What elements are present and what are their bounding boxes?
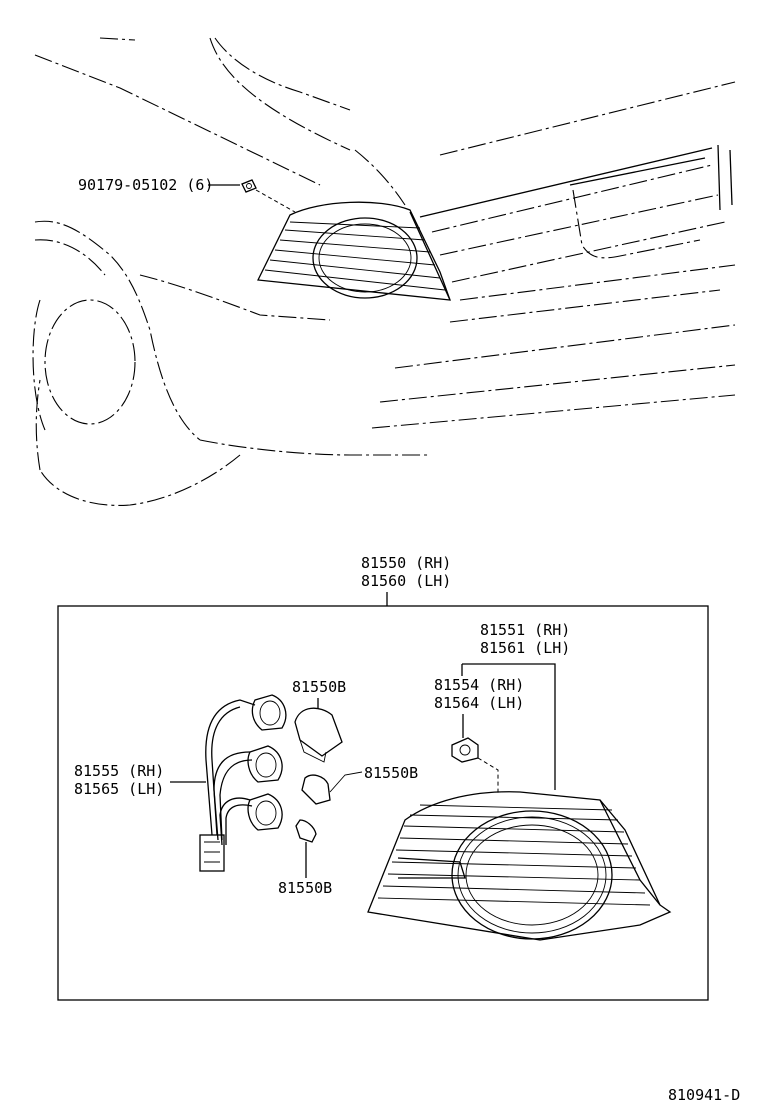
label-bolt: 90179-05102 (6): [78, 176, 213, 194]
label-lens-rh: 81551 (RH): [480, 621, 570, 639]
bulb-medium: [301, 771, 363, 805]
label-assy-rh: 81550 (RH): [361, 554, 451, 572]
label-wire-rh: 81555 (RH): [74, 762, 164, 780]
cushion-part: [451, 737, 499, 795]
label-lens-lh: 81561 (LH): [480, 639, 570, 657]
label-bulb-a: 81550B: [292, 678, 346, 696]
label-bulb-c: 81550B: [278, 879, 332, 897]
rear-lamp-lens: [367, 791, 672, 941]
label-bulb-b: 81550B: [364, 764, 418, 782]
vehicle-rear-outline: [32, 37, 736, 506]
label-cushion-rh: 81554 (RH): [434, 676, 524, 694]
label-assy-lh: 81560 (LH): [361, 572, 451, 590]
assembly-frame: [57, 605, 709, 1001]
label-wire-lh: 81565 (LH): [74, 780, 164, 798]
diagram-code: 810941-D: [668, 1086, 740, 1104]
bulb-large: [294, 707, 343, 763]
label-cushion-lh: 81564 (LH): [434, 694, 524, 712]
bulb-small: [295, 819, 317, 878]
socket-wire-harness: [199, 694, 287, 872]
